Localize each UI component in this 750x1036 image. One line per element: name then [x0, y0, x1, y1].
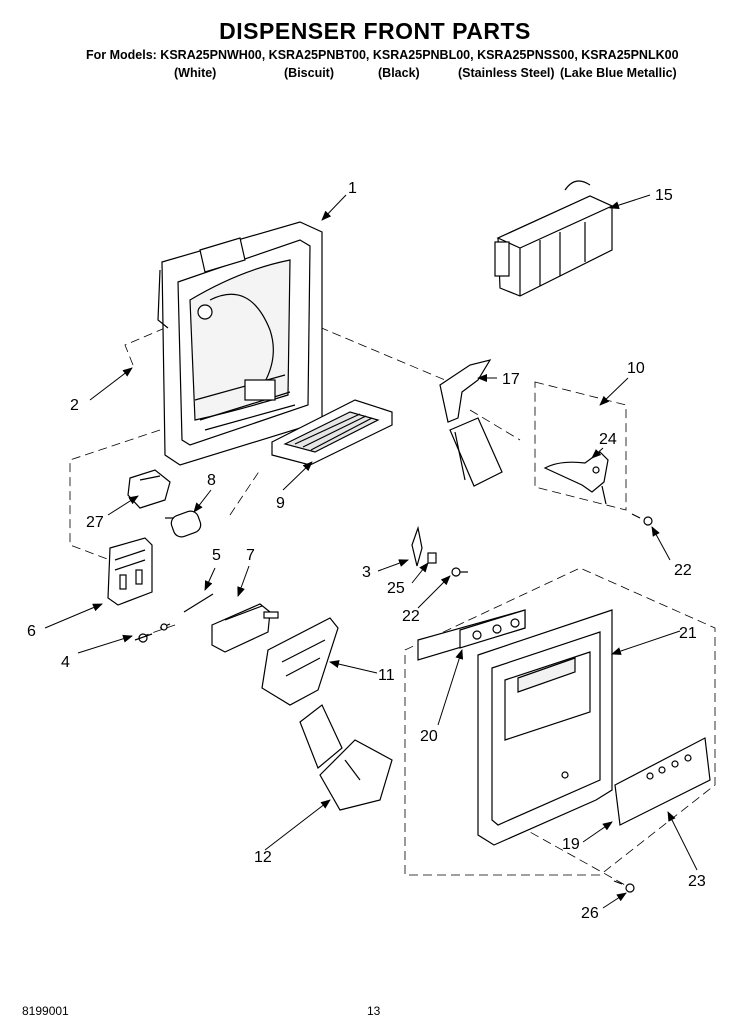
callout-2: 2 [70, 397, 79, 414]
color-lake-blue-metallic: (Lake Blue Metallic) [560, 66, 677, 80]
color-stainless-steel: (Stainless Steel) [458, 66, 555, 80]
callout-1: 1 [348, 180, 357, 197]
callout-15: 15 [655, 187, 673, 204]
callout-25: 25 [387, 580, 405, 597]
callout-24: 24 [599, 431, 617, 448]
dispenser-housing-part-1 [157, 221, 323, 466]
callout-10: 10 [627, 360, 645, 377]
actuator-part-24 [543, 451, 609, 505]
callout-17: 17 [502, 371, 520, 388]
callout-3: 3 [362, 564, 371, 581]
callout-20: 20 [420, 728, 438, 745]
callout-23: 23 [688, 873, 706, 890]
callout-labels: 1 2 9 15 17 10 24 27 8 5 7 6 4 3 25 22 2… [27, 180, 706, 922]
callout-5: 5 [212, 547, 221, 564]
document-number: 8199001 [22, 1004, 69, 1018]
callout-9: 9 [276, 495, 285, 512]
model-list: For Models: KSRA25PNWH00, KSRA25PNBT00, … [86, 48, 679, 62]
callout-7: 7 [246, 547, 255, 564]
ice-chute-parts-11-12 [261, 617, 393, 811]
small-parts-center [411, 513, 653, 577]
callout-8: 8 [207, 472, 216, 489]
small-parts-left [107, 469, 279, 653]
leader-lines [44, 194, 698, 909]
bracket-part-20 [417, 609, 526, 661]
control-panel-part-23 [614, 737, 711, 826]
callout-19: 19 [562, 836, 580, 853]
screw-part-26 [613, 880, 635, 893]
page-title: DISPENSER FRONT PARTS [219, 18, 531, 44]
callout-22-right: 22 [674, 562, 692, 579]
drip-tray-part-9 [271, 399, 393, 466]
callout-27: 27 [86, 514, 104, 531]
ice-module-part-15 [494, 180, 614, 297]
callout-4: 4 [61, 654, 70, 671]
callout-21: 21 [679, 625, 697, 642]
callout-12: 12 [254, 849, 272, 866]
ice-door-part-17 [439, 359, 503, 487]
callout-22-center: 22 [402, 608, 420, 625]
front-panel-part-21 [477, 609, 613, 846]
color-black: (Black) [378, 66, 420, 80]
color-biscuit: (Biscuit) [284, 66, 334, 80]
callout-26: 26 [581, 905, 599, 922]
callout-11: 11 [378, 667, 395, 684]
callout-6: 6 [27, 623, 36, 640]
color-white: (White) [174, 66, 217, 80]
page-number: 13 [367, 1004, 381, 1018]
